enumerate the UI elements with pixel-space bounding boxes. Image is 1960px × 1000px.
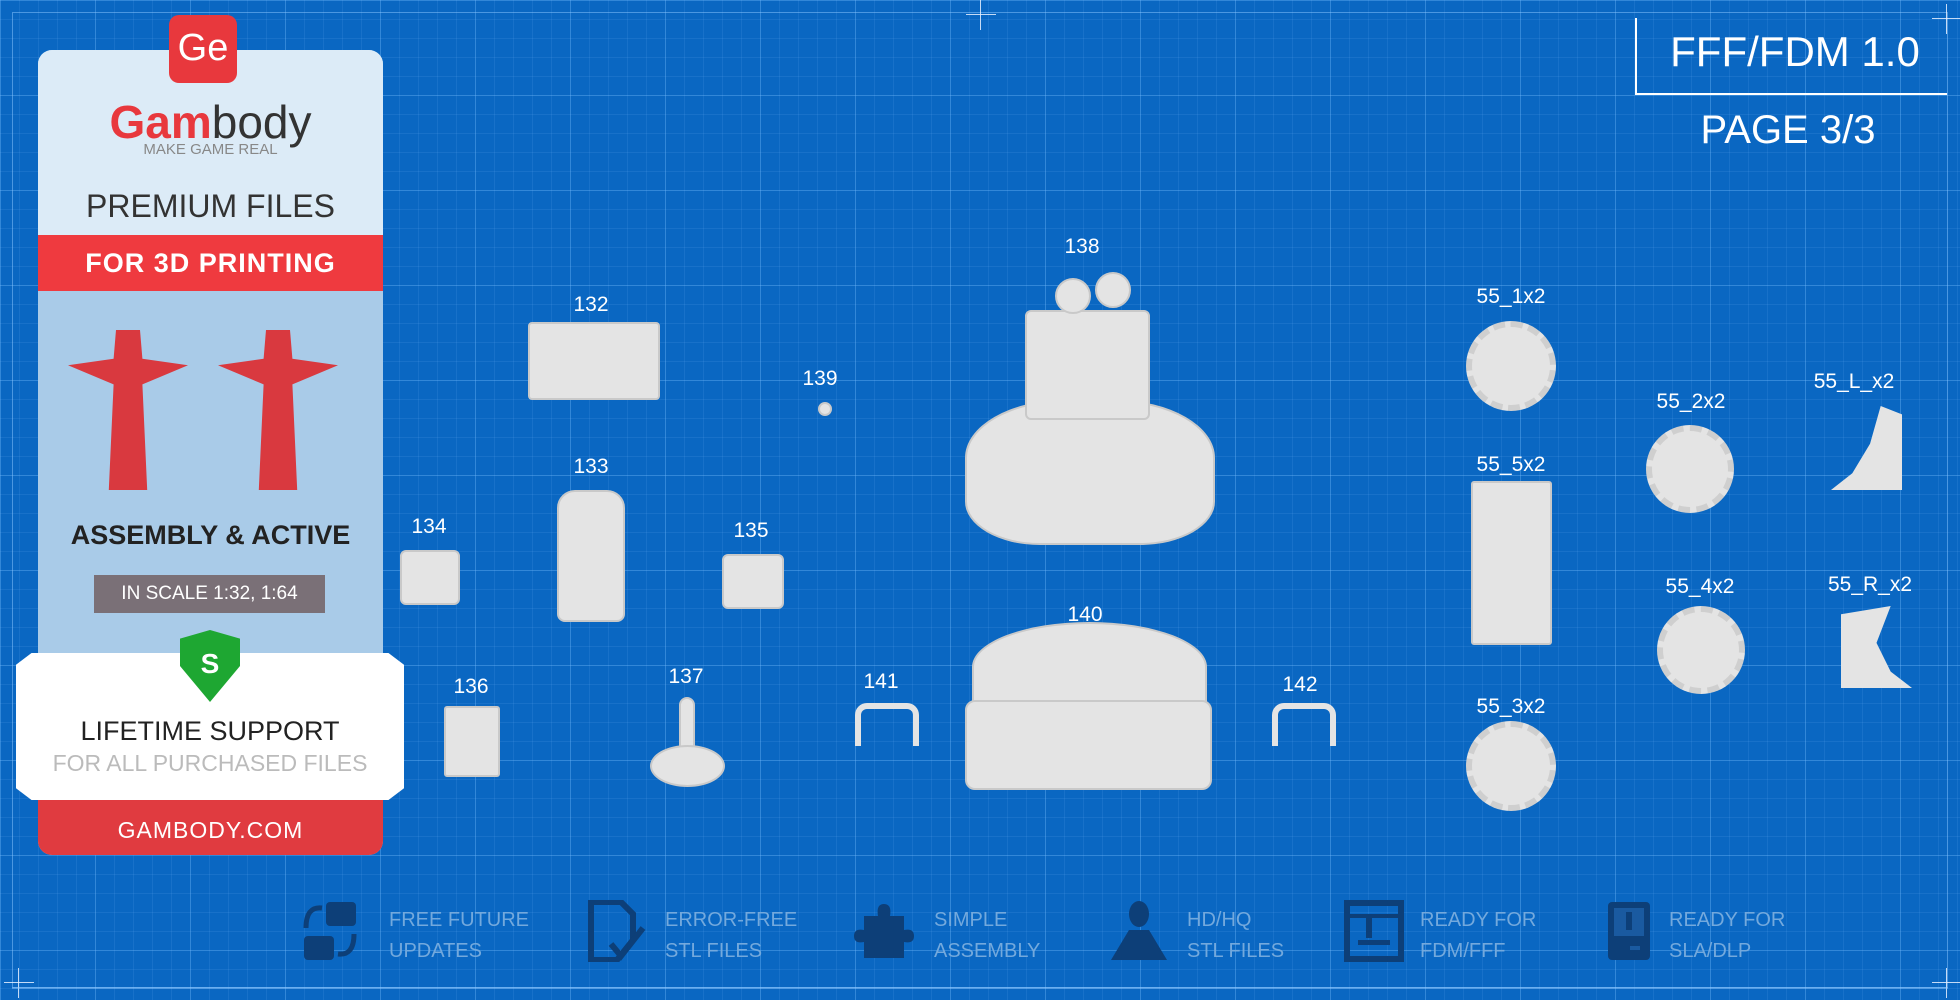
figure-assembled — [68, 330, 188, 490]
feature-divider — [12, 987, 1948, 989]
part-55-1 — [1466, 321, 1556, 411]
part-label: 139 — [802, 367, 838, 390]
feature-line: SLA/DLP — [1669, 940, 1752, 962]
feature-line: STL FILES — [665, 940, 763, 962]
crosshair-mark — [1932, 4, 1960, 34]
part-142 — [1272, 703, 1336, 746]
page-indicator: PAGE 3/3 — [1700, 108, 1876, 152]
feature-sla: READY FOR SLA/DLP — [1669, 905, 1785, 967]
part-137-base — [650, 745, 725, 787]
support-subtitle: FOR ALL PURCHASED FILES — [52, 750, 368, 776]
feature-fdm: READY FOR FDM/FFF — [1420, 905, 1536, 967]
part-55-3 — [1466, 721, 1556, 811]
wordmark-dark: body — [211, 96, 312, 148]
figure-icon — [1109, 900, 1169, 962]
part-140-back — [972, 622, 1207, 712]
part-140-seat — [965, 700, 1212, 790]
part-136 — [444, 706, 500, 777]
version-box — [1635, 18, 1947, 95]
part-label: 135 — [733, 519, 769, 542]
feature-line: UPDATES — [389, 940, 482, 962]
part-134 — [400, 550, 460, 605]
part-55-4 — [1657, 606, 1745, 694]
part-133 — [557, 490, 625, 622]
part-139 — [818, 402, 832, 416]
part-label: 55_R_x2 — [1827, 573, 1913, 596]
part-138-gauge — [1055, 278, 1091, 314]
assembly-heading: ASSEMBLY & ACTIVE — [70, 520, 351, 550]
part-138-top — [1025, 310, 1150, 420]
part-label: 55_5x2 — [1476, 453, 1546, 476]
feature-line: SIMPLE — [934, 909, 1008, 931]
part-55-2 — [1646, 425, 1734, 513]
crosshair-mark — [1932, 968, 1960, 998]
part-55-5 — [1471, 481, 1552, 645]
part-label: 140 — [1067, 603, 1103, 626]
version-label: FFF/FDM 1.0 — [1670, 28, 1920, 75]
puzzle-icon — [854, 900, 914, 962]
wordmark-red: Gam — [109, 96, 212, 148]
updates-icon — [300, 900, 360, 962]
feature-line: FDM/FFF — [1420, 940, 1506, 962]
crosshair-mark — [966, 0, 996, 30]
feature-line: FREE FUTURE — [389, 909, 529, 931]
gambody-wordmark: Gambody — [38, 97, 383, 147]
feature-updates: FREE FUTURE UPDATES — [389, 905, 529, 967]
for-3d-printing-banner: FOR 3D PRINTING — [38, 235, 383, 291]
part-label: 55_3x2 — [1476, 695, 1546, 718]
feature-error-free: ERROR-FREE STL FILES — [665, 905, 797, 967]
feature-line: ASSEMBLY — [934, 940, 1041, 962]
feature-hd-stl: HD/HQ STL FILES — [1187, 905, 1284, 967]
part-label: 137 — [668, 665, 704, 688]
part-label: 133 — [573, 455, 609, 478]
part-label: 55_4x2 — [1665, 575, 1735, 598]
part-132 — [528, 322, 660, 400]
part-label: 132 — [573, 293, 609, 316]
feature-line: HD/HQ — [1187, 909, 1252, 931]
part-138-gauge — [1095, 272, 1131, 308]
gambody-logo-mark: Ge — [169, 15, 237, 83]
part-label: 138 — [1064, 235, 1100, 258]
part-label: 142 — [1282, 673, 1318, 696]
crosshair-mark — [4, 968, 34, 998]
part-label: 134 — [411, 515, 447, 538]
sla-printer-icon — [1600, 900, 1660, 962]
figure-articulated — [218, 330, 338, 490]
lifetime-support: LIFETIME SUPPORT — [80, 716, 340, 746]
scale-badge: IN SCALE 1:32, 1:64 — [94, 575, 325, 613]
part-135 — [722, 554, 784, 609]
file-check-icon — [587, 899, 647, 963]
part-label: 136 — [453, 675, 489, 698]
fdm-printer-icon — [1344, 900, 1404, 962]
tagline: MAKE GAME REAL — [143, 141, 278, 158]
shield-letter: S — [200, 648, 220, 679]
part-label: 55_L_x2 — [1813, 370, 1895, 393]
part-label: 55_1x2 — [1476, 285, 1546, 308]
feature-line: STL FILES — [1187, 940, 1285, 962]
feature-line: ERROR-FREE — [665, 909, 798, 931]
feature-line: READY FOR — [1420, 909, 1537, 931]
part-141 — [855, 703, 919, 746]
part-label: 55_2x2 — [1656, 390, 1726, 413]
part-138-body — [965, 400, 1215, 545]
part-label: 141 — [863, 670, 899, 693]
feature-line: READY FOR — [1669, 909, 1786, 931]
premium-files-heading: PREMIUM FILES — [86, 188, 335, 224]
feature-simple-assembly: SIMPLE ASSEMBLY — [934, 905, 1040, 967]
gambody-site-link[interactable]: GAMBODY.COM — [38, 800, 383, 855]
